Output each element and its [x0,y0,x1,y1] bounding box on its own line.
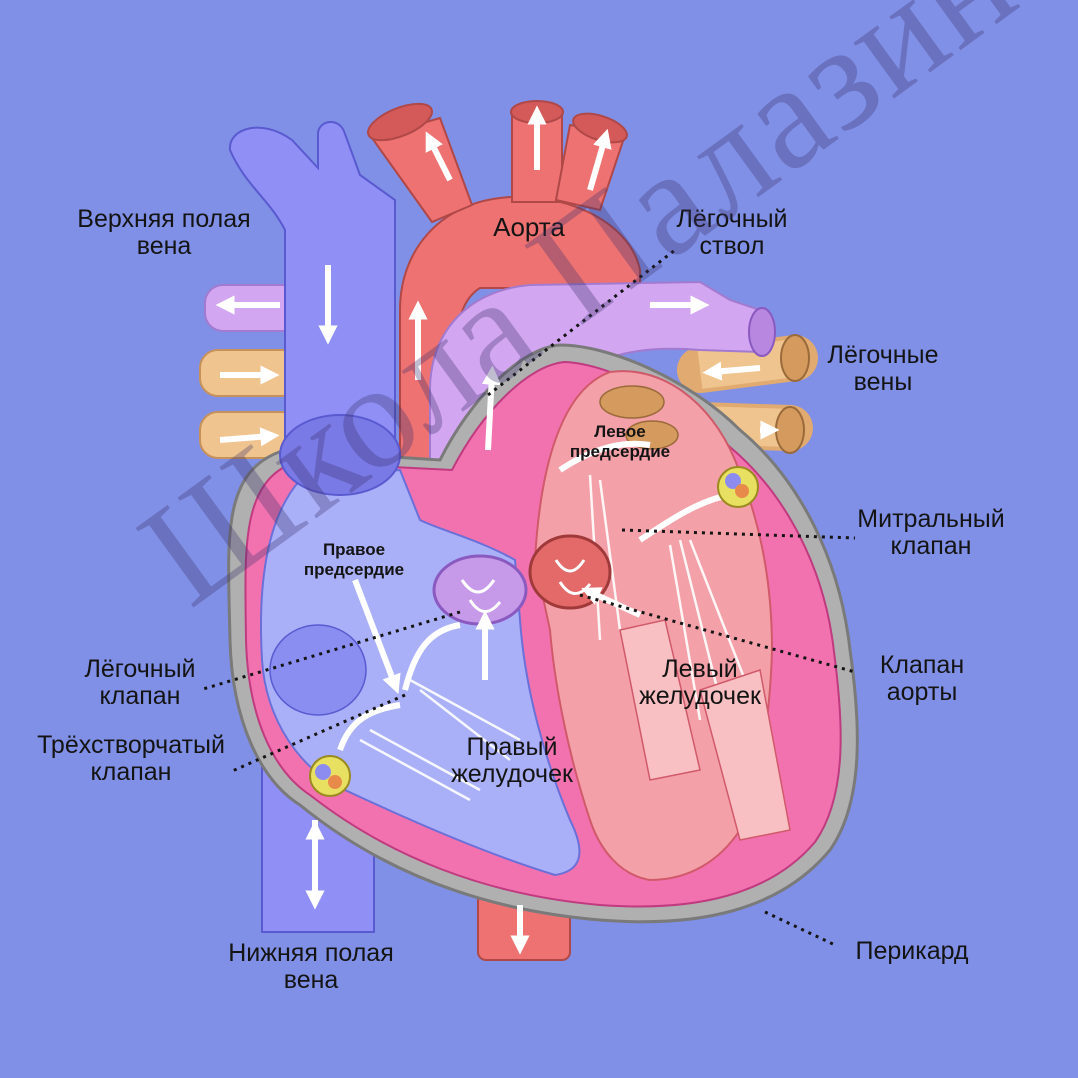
label-right-atrium: Правое предсердие [303,540,405,579]
label-pericardium: Перикард [855,937,969,965]
pulmonary-artery-right-opening [748,307,776,357]
label-aorta: Аорта [493,212,565,242]
coronary-vessel-right [309,755,351,797]
blood-flow-arrows [215,105,780,955]
papillary-muscles [619,619,791,841]
pulmonary-vein-opening [599,385,665,419]
label-mitral-valve: Митральный клапан [857,505,1005,560]
label-superior-vena-cava: Верхняя полая вена [77,205,251,260]
label-inferior-vena-cava: Нижняя полая вена [228,939,394,994]
pulmonary-valve [432,554,528,626]
aortic-arch [399,195,641,471]
label-pulmonary-veins: Лёгочные вены [827,341,939,396]
svc-opening [279,414,401,496]
label-aortic-valve: Клапан аорты [879,651,965,706]
coronary-vessel-left [717,466,759,508]
label-left-atrium: Левое предсердие [569,422,671,461]
label-pulmonary-trunk: Лёгочный ствол [676,205,788,260]
ivc-opening [269,624,367,716]
label-right-ventricle: Правый желудочек [451,733,573,788]
label-pulmonary-valve: Лёгочный клапан [84,655,196,710]
label-tricuspid-valve: Трёхстворчатый клапан [37,731,225,786]
tricuspid-valve-leaflets [337,622,461,752]
leader-lines [199,248,856,947]
label-left-ventricle: Левый желудочек [639,655,761,710]
superior-vena-cava [228,121,396,471]
